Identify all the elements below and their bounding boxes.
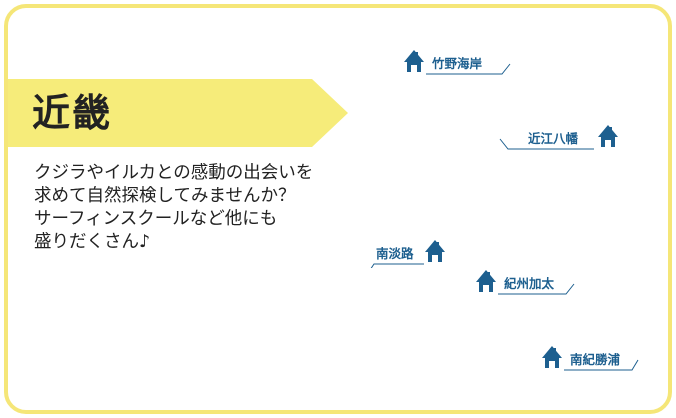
lodge-icon — [598, 125, 618, 147]
lodge-icon — [404, 50, 424, 72]
description-line: 盛りだくさん♪ — [34, 232, 151, 252]
marker-label: 南淡路 — [376, 246, 414, 261]
region-title-ribbon — [8, 79, 354, 147]
region-title: 近畿 — [32, 91, 113, 135]
lodge-icon — [476, 270, 496, 292]
description-line: クジラやイルカとの感動の出会いを — [34, 163, 314, 183]
description-line: 求めて自然探検してみませんか？ — [34, 186, 296, 206]
description-line: サーフィンスクールなど他にも — [34, 209, 278, 229]
marker-label: 竹野海岸 — [432, 56, 483, 71]
marker-underline — [498, 283, 575, 295]
map-marker-minamiawaji[interactable]: 南淡路 — [368, 238, 448, 274]
marker-label: 紀州加太 — [504, 276, 555, 291]
map-marker-kishukada[interactable]: 紀州加太 — [474, 268, 584, 304]
lodge-icon — [425, 240, 445, 262]
map-marker-omihachiman[interactable]: 近江八幡 — [498, 123, 620, 159]
region-card: 近畿 クジラやイルカとの感動の出会いを 求めて自然探検してみませんか？ サーフィ… — [4, 4, 672, 414]
marker-label: 南紀勝浦 — [570, 352, 621, 367]
marker-label: 近江八幡 — [528, 131, 579, 146]
lodge-icon — [542, 346, 562, 368]
map-marker-takeno[interactable]: 竹野海岸 — [402, 48, 512, 84]
marker-underline — [426, 63, 511, 75]
marker-underline — [499, 138, 594, 150]
map-marker-nankikatsuura[interactable]: 南紀勝浦 — [540, 344, 650, 380]
marker-underline — [370, 263, 424, 268]
marker-underline — [564, 359, 639, 371]
region-description: クジラやイルカとの感動の出会いを 求めて自然探検してみませんか？ サーフィンスク… — [34, 162, 364, 254]
